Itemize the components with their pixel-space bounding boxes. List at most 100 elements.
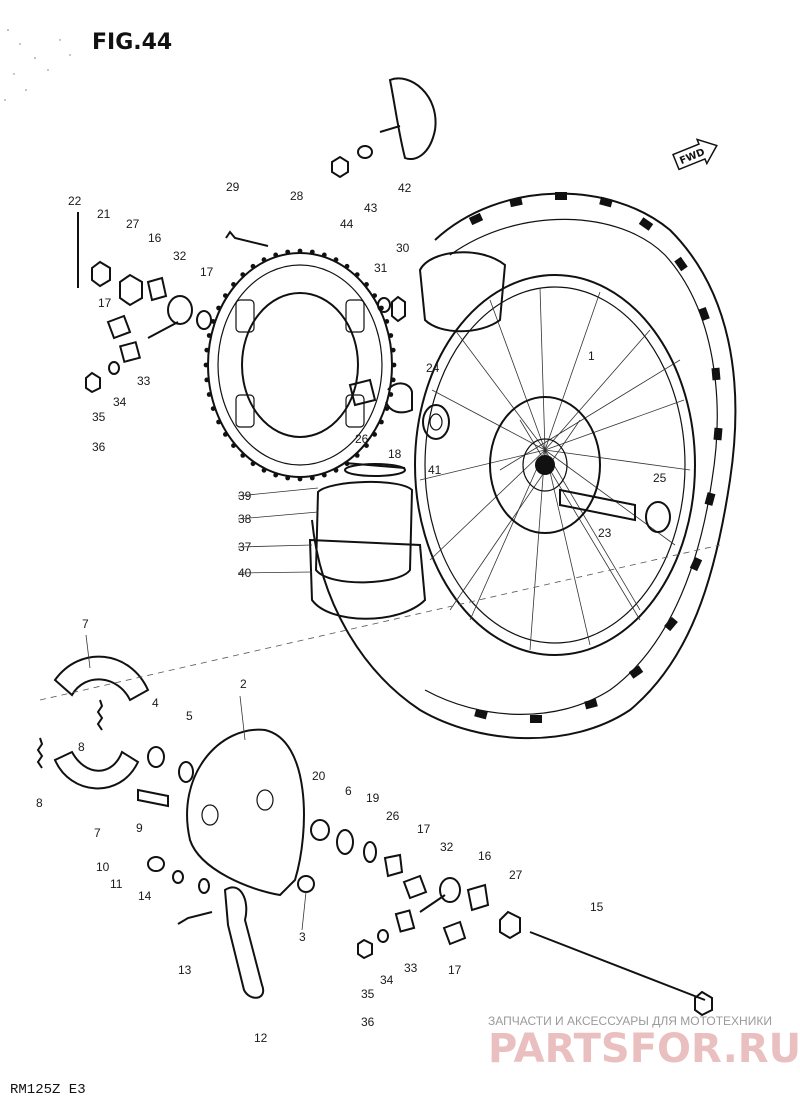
seal-10 [147,856,165,872]
part-label: 43 [364,201,378,215]
sprocket-tooth [273,252,279,258]
spacer-3 [297,875,315,893]
part-label: 3 [299,930,306,944]
torque-arm-12 [223,886,265,999]
sprocket-tooth [384,319,390,324]
washer-17-lowest [442,920,467,946]
washer-20 [310,819,330,841]
part-number-labels: 22 21 27 16 32 17 17 33 34 35 36 29 28 4… [36,180,667,1045]
part-label: 17 [448,963,462,977]
cam-4 [147,746,165,768]
brake-shoe-7-upper [53,655,150,702]
model-label: RM125Z E3 [10,1082,86,1098]
spacer-26 [348,378,377,407]
part-label: 31 [374,261,388,275]
part-label: 2 [240,677,247,691]
washer-17-lower [402,874,428,900]
tire-section-37-40 [308,462,427,620]
cam-shaft-9 [137,788,169,808]
part-label: 44 [340,217,354,231]
part-label: 36 [92,440,106,454]
sprocket-tooth [364,443,369,448]
retainer-18 [385,382,413,414]
part-label: 38 [238,512,252,526]
sprocket-tooth [285,475,291,481]
sprocket-tooth [309,475,315,481]
tire-lip [418,251,507,333]
part-label: 29 [226,180,240,194]
part-label: 32 [173,249,187,263]
sprocket-tooth [206,333,212,338]
washer-43 [357,145,373,159]
part-label: 35 [92,410,106,424]
forward-arrow-icon: FWD [672,138,718,171]
sprocket-tooth [240,453,246,458]
sprocket-tooth [216,419,222,425]
part-label: 25 [653,471,667,485]
washer-34-lower [377,929,389,943]
part-label: 36 [361,1015,375,1029]
sprocket-tooth [391,362,397,368]
scan-noise [4,29,71,101]
sprocket-tooth [333,257,339,263]
sprocket-tooth [273,472,279,478]
sprocket-tooth [354,272,360,277]
part-label: 20 [312,769,326,783]
sprocket-tooth [204,377,210,383]
sprocket-tooth [210,319,216,324]
sprocket-tooth [333,467,339,473]
part-label: 33 [137,374,151,388]
part-label: 15 [590,900,604,914]
washer-34 [108,361,120,375]
clip-11 [172,870,184,884]
sprocket-tooth [364,282,369,287]
sprocket-tooth [354,453,360,458]
part-label: 13 [178,963,192,977]
washer-31 [377,297,391,313]
washer-17-right [196,310,212,330]
part-label: 8 [36,796,43,810]
sprocket-tooth [379,419,384,425]
part-label: 19 [366,791,380,805]
nut-27-lower [499,910,521,940]
nut-27 [119,273,143,307]
nut-35-lower [357,938,373,960]
sprocket-tooth [204,347,210,353]
axle-15 [529,931,706,1001]
rim-band-42 [379,77,437,160]
plate-33-lower [394,909,416,933]
part-label: 16 [148,231,162,245]
part-label: 4 [152,696,159,710]
sprocket-tooth [388,392,394,397]
sprocket-tooth [297,248,303,254]
chain-adjuster-32 [147,295,193,339]
sprocket-tooth [372,293,377,298]
part-label: 32 [440,840,454,854]
part-label: 7 [94,826,101,840]
part-label: 26 [386,809,400,823]
spacer-26-lower [383,853,404,878]
sprocket-tooth [321,472,327,478]
washer-17-left [106,314,132,340]
part-label: 14 [138,889,152,903]
part-label: 6 [345,784,352,798]
spring-8-lower [36,737,44,769]
part-label: 26 [355,432,369,446]
leader-lines [85,487,319,931]
part-label: 35 [361,987,375,1001]
adjuster-16-lower [466,883,490,912]
nut-44 [331,155,349,179]
plate-33 [118,340,142,364]
part-label: 30 [396,241,410,255]
sprocket-tooth [372,432,377,437]
washer-5 [178,761,194,783]
spring-8-upper [96,699,104,731]
sprocket-tooth [344,263,350,269]
sprocket-tooth [261,257,267,263]
part-label: 21 [97,207,111,221]
part-label: 8 [78,740,85,754]
castle-nut-21 [91,260,111,288]
brake-shoe-7-lower [53,750,140,790]
washer-14 [198,878,210,894]
sprocket-tooth [390,347,396,353]
